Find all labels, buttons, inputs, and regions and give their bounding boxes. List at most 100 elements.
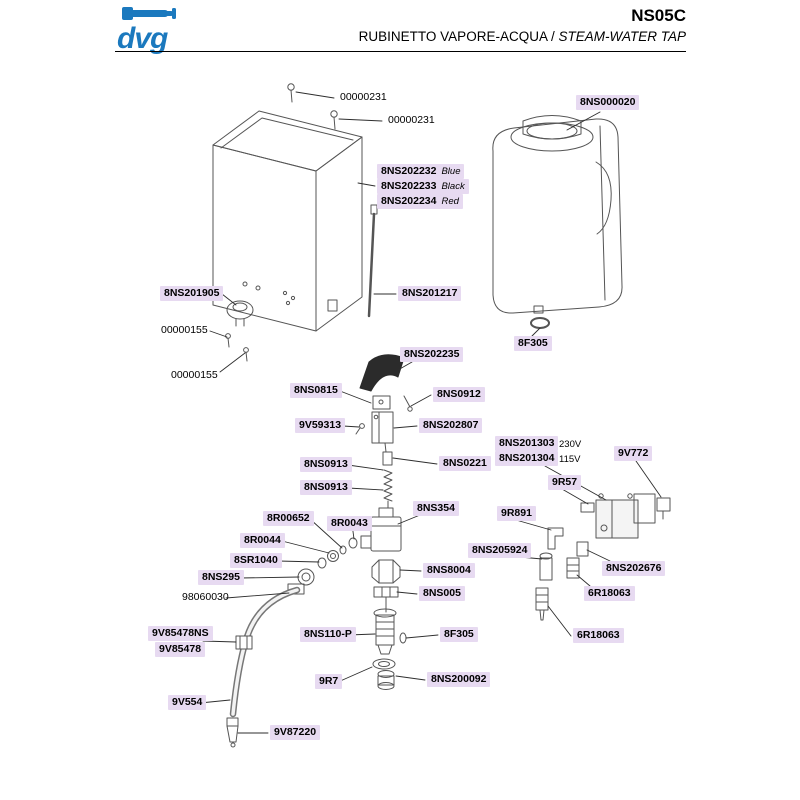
leader-line bbox=[277, 560, 320, 563]
leader-line bbox=[396, 591, 418, 595]
cover-housing-drawing bbox=[212, 110, 363, 332]
faucet-icon bbox=[122, 7, 176, 20]
solenoid-valve-drawing bbox=[535, 493, 671, 621]
leader-line bbox=[295, 91, 335, 99]
part-label: 9V59313 bbox=[295, 418, 346, 433]
leader-line bbox=[395, 675, 426, 681]
header-divider bbox=[115, 51, 686, 52]
leader-line bbox=[309, 518, 343, 549]
leader-line bbox=[397, 361, 413, 371]
leader-line bbox=[239, 576, 300, 579]
part-label: 8NS0815 bbox=[290, 383, 342, 398]
part-label: 230V bbox=[559, 439, 582, 450]
part-label: 8NS0912 bbox=[433, 387, 485, 402]
part-label: 8NS201217 bbox=[398, 286, 462, 301]
spout-pipe-drawing bbox=[226, 586, 301, 748]
page-title: RUBINETTO VAPORE-ACQUA / STEAM-WATER TAP bbox=[359, 28, 686, 46]
part-label: 8R0044 bbox=[240, 533, 285, 548]
part-label: 98060030 bbox=[182, 591, 229, 603]
leader-line bbox=[561, 488, 589, 505]
part-label: 8NS0221 bbox=[439, 456, 491, 471]
part-label: 8NS202807 bbox=[419, 418, 483, 433]
part-label: 8R0043 bbox=[327, 516, 372, 531]
part-label: 9V87220 bbox=[270, 725, 321, 740]
leader-line bbox=[357, 182, 376, 187]
part-label: 115V bbox=[559, 454, 581, 465]
leader-line bbox=[397, 514, 421, 525]
dvg-logo-graphic: dvg bbox=[117, 7, 176, 55]
title-english: STEAM-WATER TAP bbox=[558, 29, 686, 44]
part-label: 00000155 bbox=[171, 369, 218, 381]
part-label: 8NS005 bbox=[419, 586, 465, 601]
part-label: 9V554 bbox=[168, 695, 207, 710]
leader-line bbox=[547, 605, 572, 637]
leader-line bbox=[347, 487, 384, 491]
small-valve-drawing bbox=[225, 300, 254, 362]
leader-line bbox=[399, 569, 422, 572]
part-label: 8NS202676 bbox=[602, 561, 666, 576]
part-label: 9V772 bbox=[614, 446, 653, 461]
leader-line bbox=[566, 111, 601, 131]
leader-line bbox=[586, 549, 611, 562]
part-label: 8NS201905 bbox=[160, 286, 224, 301]
leader-line bbox=[576, 574, 591, 587]
leader-line bbox=[221, 293, 237, 306]
part-label: 8NS0913 bbox=[300, 480, 352, 495]
part-label: 8R00652 bbox=[263, 511, 314, 526]
part-label: 9V85478 bbox=[155, 642, 206, 657]
part-label: 8SR1040 bbox=[230, 553, 282, 568]
part-label: 8NS200092 bbox=[427, 672, 491, 687]
leader-line bbox=[219, 352, 246, 373]
header: dvg NS05C RUBINETTO VAPORE-ACQUA / STEAM… bbox=[115, 6, 686, 55]
part-label: 8NS201304 bbox=[495, 451, 559, 466]
part-label: 8NS110-P bbox=[300, 627, 356, 642]
leader-line bbox=[392, 457, 438, 465]
title-separator: / bbox=[547, 29, 559, 44]
part-label: 8NS295 bbox=[198, 570, 244, 585]
part-label: 9R891 bbox=[497, 506, 536, 521]
leader-line bbox=[202, 640, 237, 643]
leader-line bbox=[209, 330, 228, 338]
part-label: 8NS205924 bbox=[468, 543, 532, 558]
part-label: 6R18063 bbox=[573, 628, 624, 643]
part-label: 8NS354 bbox=[413, 501, 459, 516]
screw-drawing bbox=[287, 83, 338, 130]
leader-line bbox=[342, 425, 360, 428]
leader-line bbox=[337, 666, 373, 683]
dvg-logo: dvg bbox=[115, 6, 205, 55]
leader-line bbox=[339, 390, 372, 404]
leader-line bbox=[410, 394, 432, 407]
part-label: 8NS000020 bbox=[576, 95, 640, 110]
part-label: 8NS8004 bbox=[423, 563, 475, 578]
part-label: 9V85478NS bbox=[148, 626, 213, 641]
leader-line bbox=[338, 118, 383, 122]
header-titles: NS05C RUBINETTO VAPORE-ACQUA / STEAM-WAT… bbox=[359, 6, 686, 46]
part-label: 6R18063 bbox=[584, 586, 635, 601]
part-label: 00000155 bbox=[161, 324, 208, 336]
level-rod-drawing bbox=[367, 204, 378, 318]
leader-line bbox=[405, 634, 439, 639]
title-italian: RUBINETTO VAPORE-ACQUA bbox=[358, 29, 548, 44]
part-label: 8NS202235 bbox=[400, 347, 464, 362]
leader-line bbox=[393, 425, 418, 429]
leader-line bbox=[347, 464, 384, 471]
part-label: 00000231 bbox=[340, 91, 387, 103]
part-label: 00000231 bbox=[388, 114, 435, 126]
part-label: 8F305 bbox=[440, 627, 478, 642]
part-label: 8NS201303 bbox=[495, 436, 559, 451]
part-label: 8F305 bbox=[514, 336, 552, 351]
logo-text: dvg bbox=[117, 22, 168, 54]
leader-line bbox=[515, 519, 552, 531]
leader-line bbox=[635, 460, 662, 498]
part-label: 9R57 bbox=[548, 475, 582, 490]
leader-line bbox=[225, 592, 290, 599]
part-label: 9R7 bbox=[315, 674, 343, 689]
leader-line bbox=[531, 327, 541, 337]
leader-line bbox=[281, 540, 330, 554]
model-number: NS05C bbox=[631, 6, 686, 25]
